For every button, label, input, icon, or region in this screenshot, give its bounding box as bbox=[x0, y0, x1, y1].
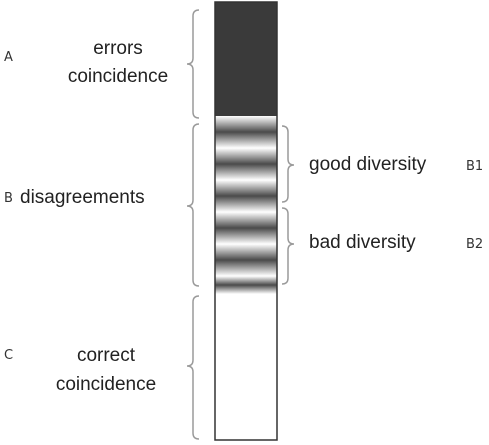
region-c-label-line2: coincidence bbox=[55, 374, 157, 395]
region-a-letter: A bbox=[4, 50, 13, 65]
region-a-label-line1: errors bbox=[93, 38, 143, 59]
region-a-label-line2: coincidence bbox=[67, 66, 169, 87]
error-coincidence-block bbox=[215, 2, 277, 116]
bar-outline bbox=[214, 1, 278, 441]
region-b1-letter: B1 bbox=[466, 159, 484, 174]
correct-coincidence-block bbox=[215, 294, 277, 440]
bracket-b bbox=[186, 123, 200, 287]
region-b2-label: bad diversity bbox=[309, 232, 416, 253]
stripe bbox=[215, 148, 277, 180]
region-b2-letter: B2 bbox=[466, 237, 484, 252]
region-b-label: disagreements bbox=[20, 187, 145, 208]
region-b1-label: good diversity bbox=[309, 154, 427, 175]
bracket-a bbox=[186, 9, 200, 119]
stripe bbox=[215, 212, 277, 244]
region-c-label-line1: correct bbox=[76, 345, 136, 366]
bracket-b2 bbox=[281, 207, 295, 285]
stripe bbox=[215, 276, 277, 294]
bracket-c bbox=[186, 295, 200, 440]
bracket-b1 bbox=[281, 125, 295, 203]
disagreement-block bbox=[215, 116, 277, 294]
stripe bbox=[215, 180, 277, 212]
stripe bbox=[215, 244, 277, 276]
region-c-letter: C bbox=[4, 348, 14, 363]
stripe bbox=[215, 116, 277, 148]
region-b-letter: B bbox=[4, 191, 13, 206]
